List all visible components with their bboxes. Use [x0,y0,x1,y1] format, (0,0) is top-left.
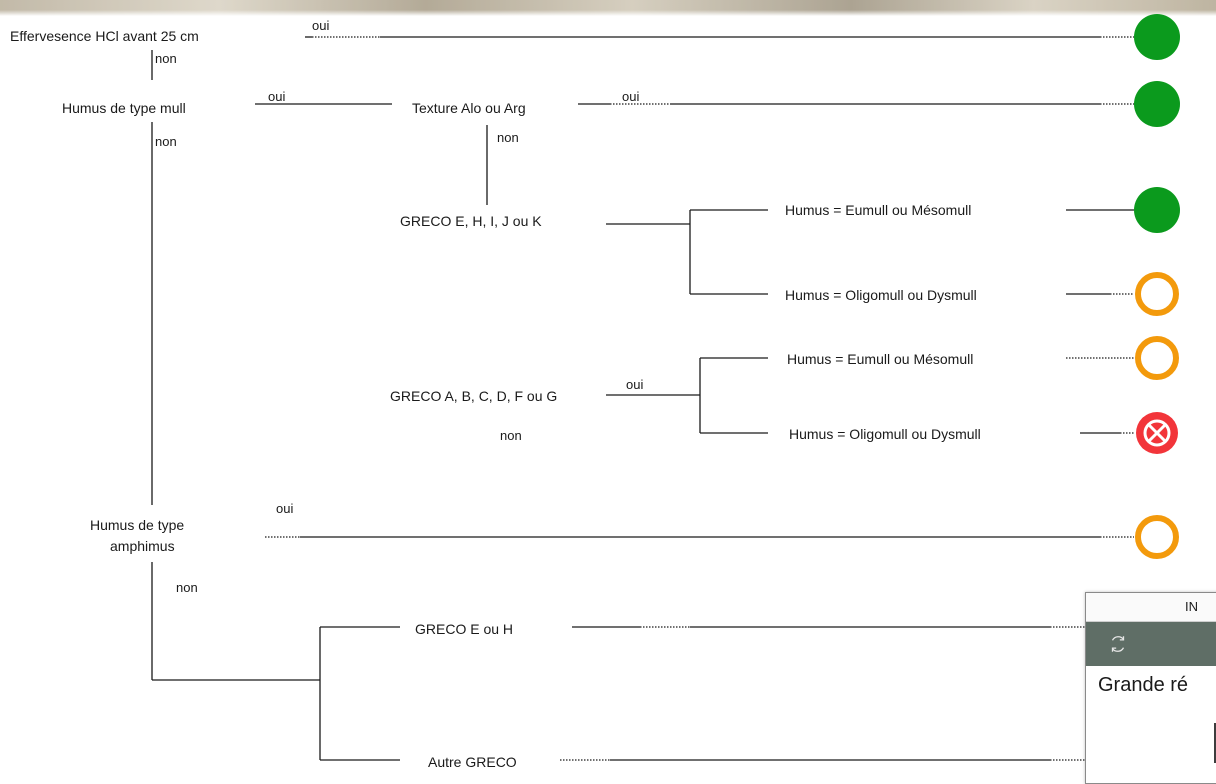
humus-class-label: Humus = Eumull ou Mésomull [785,202,971,218]
outcome-moderate-icon [1135,272,1179,316]
edge-label-oui: oui [276,501,293,516]
node-autre-greco: Autre GRECO [428,754,517,770]
panel-header: IN [1086,593,1216,622]
node-greco-abcdfg: GRECO A, B, C, D, F ou G [390,388,557,404]
node-humus-amphimus-line1: Humus de type [90,517,184,533]
node-effervescence: Effervesence HCl avant 25 cm [10,28,199,44]
humus-class-label: Humus = Eumull ou Mésomull [787,351,973,367]
outcome-favorable-icon [1134,81,1180,127]
edge-label-oui: oui [622,89,639,104]
node-humus-mull: Humus de type mull [62,100,186,116]
refresh-icon [1111,636,1125,652]
panel-body-text: Grande ré [1098,674,1189,696]
outcome-moderate-icon [1135,336,1179,380]
edge-label-oui: oui [312,18,329,33]
edge-label-non: non [176,580,198,595]
humus-class-label: Humus = Oligomull ou Dysmull [789,426,981,442]
node-greco-eh: GRECO E ou H [415,621,513,637]
outcome-unfavorable-icon [1136,412,1178,454]
edge-label-oui: oui [626,377,643,392]
edge-label-non: non [500,428,522,443]
panel-toolbar [1086,622,1216,666]
refresh-button[interactable] [1106,632,1130,656]
node-greco-ehijk: GRECO E, H, I, J ou K [400,213,542,229]
node-texture: Texture Alo ou Arg [412,100,526,116]
humus-class-label: Humus = Oligomull ou Dysmull [785,287,977,303]
edge-label-non: non [155,134,177,149]
panel-slider-handle[interactable] [1214,723,1216,763]
background-photo-strip [0,0,1216,16]
edge-label-oui: oui [268,89,285,104]
outcome-moderate-icon [1135,515,1179,559]
outcome-favorable-icon [1134,187,1180,233]
outcome-favorable-icon [1134,14,1180,60]
info-panel: IN Grande ré [1085,592,1216,784]
node-humus-amphimus-line2: amphimus [110,538,175,554]
edge-label-non: non [155,51,177,66]
edge-label-non: non [497,130,519,145]
connector-lines [151,36,1134,761]
